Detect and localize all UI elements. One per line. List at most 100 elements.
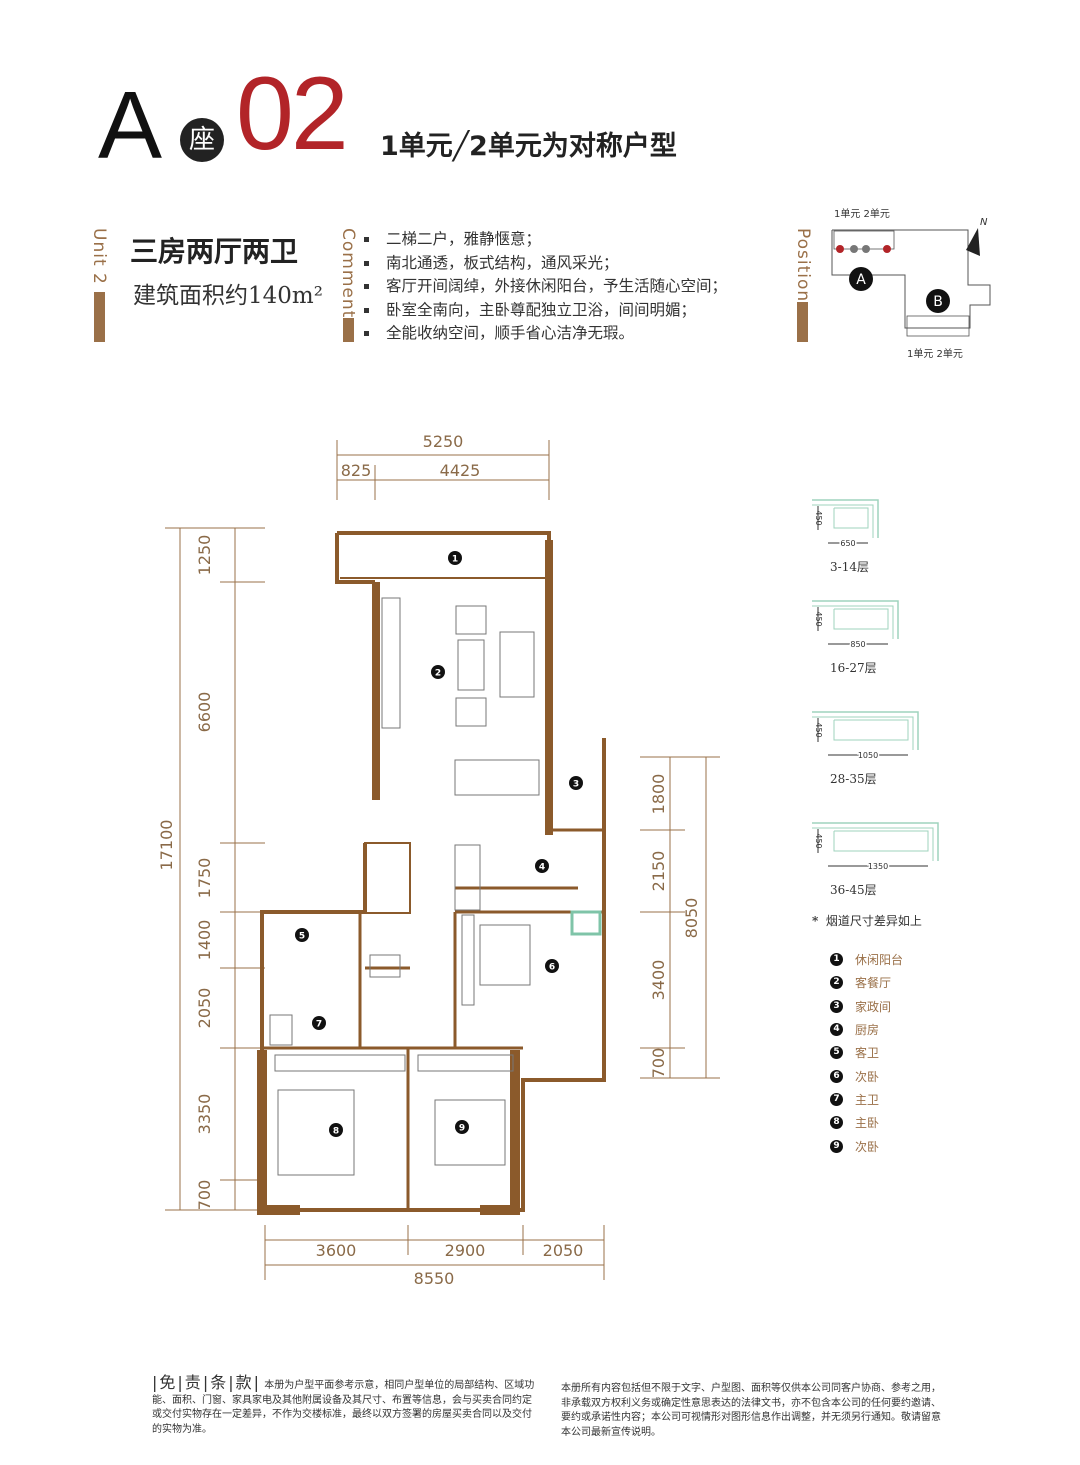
dim-left-total: 17100 (157, 820, 176, 871)
svg-text:1050: 1050 (858, 751, 878, 760)
dim-right: 2150 (649, 851, 668, 892)
room-marker-6 (545, 959, 559, 973)
dining-table (454, 759, 540, 796)
flue-variant: 450 650 3-14层 (812, 498, 952, 575)
room-number-icon: 4 (830, 1023, 843, 1037)
seat-badge: 座 (180, 118, 224, 162)
unit-accent-bar (94, 292, 105, 342)
unit-marker (862, 245, 870, 253)
svg-text:B: B (933, 294, 943, 310)
comment-list: 二梯二户，雅静惬意； 南北通透，板式结构，通风采光； 客厅开间阔绰，外接休闲阳台… (364, 228, 727, 346)
flue-floors: 3-14层 (830, 560, 869, 574)
flue-floors: 16-27层 (830, 661, 877, 675)
flue-diagram: 450 1050 (812, 711, 919, 762)
room-marker-label: 2 (435, 669, 441, 679)
legend-label: 客卫 (855, 1046, 880, 1061)
furniture (269, 597, 540, 1176)
flue-floors: 28-35层 (830, 772, 877, 786)
wardrobe (417, 1054, 514, 1072)
room-marker-5 (295, 928, 309, 942)
building-letter: A (98, 72, 163, 179)
north-arrow-icon (966, 228, 980, 256)
svg-text:450: 450 (814, 611, 823, 626)
bed (434, 1099, 506, 1166)
unit-side-label: Unit 2 (89, 228, 109, 285)
room-marker-label: 4 (539, 863, 545, 873)
flue-note: * 烟道尺寸差异如上 (812, 914, 922, 928)
unit-number: 02 (236, 56, 349, 172)
disclaimer-left: |免|责|条|款| 本册为户型平面参考示意，相同户型单位的局部结构、区域功能、面… (152, 1373, 540, 1437)
dim-left: 700 (195, 1180, 214, 1211)
unit-marker (883, 245, 891, 253)
legend-label: 家政间 (855, 999, 892, 1014)
room-marker-label: 9 (459, 1124, 465, 1134)
flue-variant: 450 850 16-27层 (812, 599, 952, 676)
svg-text:450: 450 (814, 722, 823, 737)
top-units-label: 1单元 2单元 (834, 208, 890, 220)
dim-top-total: 5250 (423, 432, 464, 451)
dim-left: 3350 (195, 1094, 214, 1135)
dim-top: 4425 (440, 461, 481, 480)
wardrobe (461, 914, 475, 1006)
legend-item: 9 次卧 (830, 1134, 903, 1157)
legend-label: 休闲阳台 (855, 953, 904, 968)
walls (257, 531, 606, 1215)
disclaimer-title: |免|责|条|款| (152, 1373, 262, 1392)
unit-type: 三房两厅两卫 (130, 235, 299, 268)
dimension-lines (165, 440, 720, 1280)
dim-left: 2050 (195, 988, 214, 1029)
comment-item: 南北通透，板式结构，通风采光； (364, 252, 727, 276)
dim-right: 700 (649, 1048, 668, 1079)
legend-label: 厨房 (855, 1023, 880, 1038)
room-number-icon: 2 (830, 976, 843, 990)
svg-text:1350: 1350 (868, 862, 888, 871)
svg-text:450: 450 (814, 833, 823, 848)
flue-variant: 450 1350 36-45层 (812, 821, 952, 898)
site-position-map: 1单元 2单元 A B 1单元 2单元 N (831, 208, 991, 360)
bed (277, 1089, 355, 1176)
armchair (455, 605, 487, 635)
flue-variants: 450 650 3-14层 450 850 16-27层 450 1050 28… (812, 498, 952, 929)
bathtub (269, 1014, 293, 1046)
room-number-icon: 9 (830, 1139, 843, 1153)
room-marker-label: 5 (299, 932, 305, 942)
legend-label: 次卧 (855, 1139, 880, 1154)
room-number-icon: 7 (830, 1092, 843, 1106)
room-number-icon: 8 (830, 1116, 843, 1130)
flue-diagram: 450 850 (812, 600, 899, 651)
comment-item: 全能收纳空间，顺手省心洁净无瑕。 (364, 322, 727, 346)
svg-text:A: A (856, 272, 866, 288)
dim-left: 1750 (195, 858, 214, 899)
position-accent-bar (797, 302, 808, 342)
unit-marker (836, 245, 844, 253)
dim-bottom: 2900 (445, 1241, 486, 1260)
flue-floors: 36-45层 (830, 883, 877, 897)
comment-item: 卧室全南向，主卧尊配独立卫浴，间间明媚； (364, 299, 727, 323)
comment-accent-bar (343, 318, 354, 342)
comment-side-label: Comment (338, 228, 358, 319)
disclaimer-right: 本册所有内容包括但不限于文字、户型图、面积等仅供本公司同客户协商、参考之用，非承… (561, 1383, 941, 1438)
room-marker-7 (312, 1016, 326, 1030)
disclaimer-text: 本册为户型平面参考示意，相同户型单位的局部结构、区域功能、面积、门窗、家具家电及… (152, 1380, 535, 1435)
dim-bottom: 2050 (543, 1241, 584, 1260)
room-marker-2 (431, 665, 445, 679)
bed (479, 924, 531, 986)
subtitle: 1单元╱2单元为对称户型 (380, 131, 677, 162)
dim-right-total: 8050 (682, 898, 701, 939)
dim-right: 3400 (649, 960, 668, 1001)
room-marker-label: 3 (573, 780, 579, 790)
dim-right: 1800 (649, 774, 668, 815)
dim-bottom-total: 8550 (414, 1269, 455, 1288)
building-a-marker (849, 267, 873, 291)
north-label: N (980, 217, 988, 228)
room-marker-8 (329, 1123, 343, 1137)
coffee-table (457, 639, 485, 691)
wardrobe (274, 1054, 406, 1072)
